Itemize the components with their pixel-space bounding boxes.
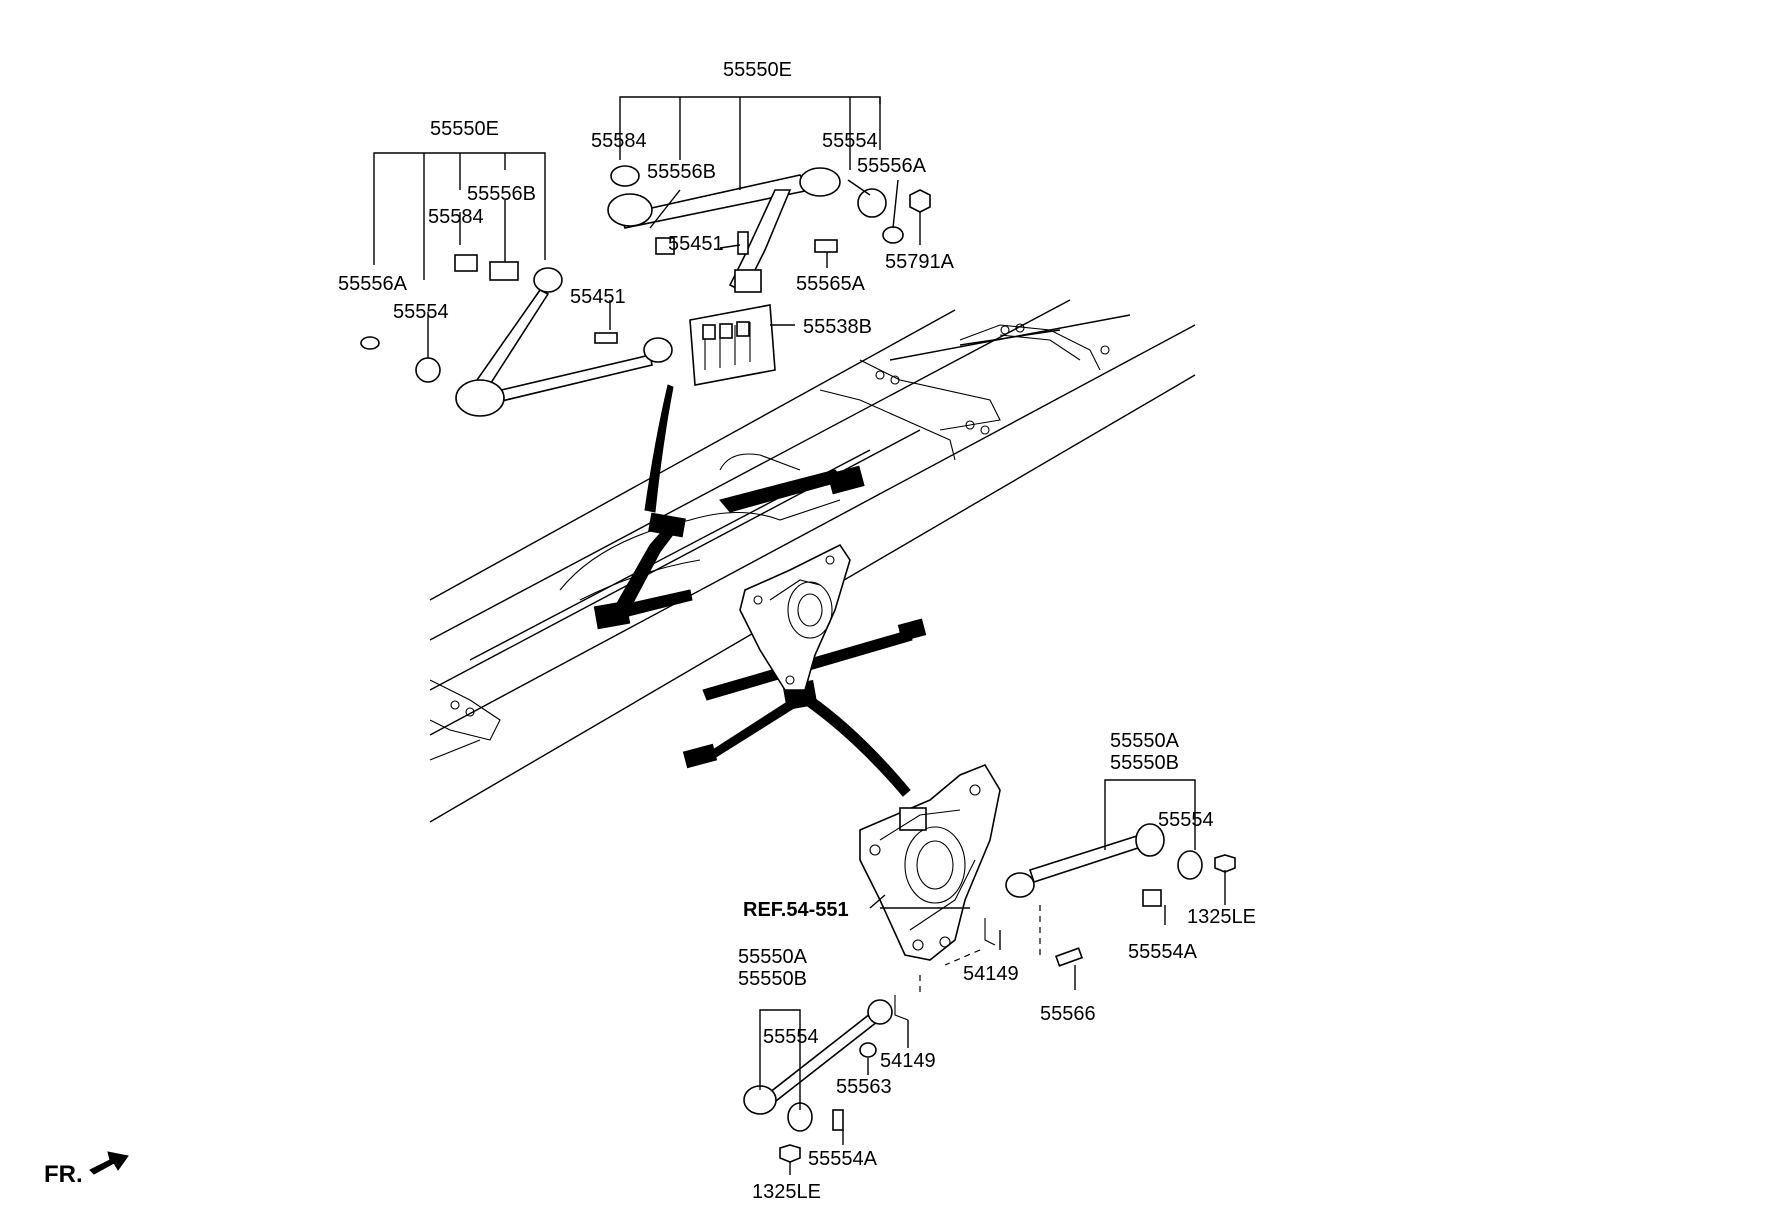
label-right-group-a: 55550A [1110,730,1180,752]
label-ref: REF.54-551 [743,899,849,921]
label-55538B: 55538B [803,316,872,338]
label-top-group: 55550E [723,59,792,81]
part-number-labels: 55550E 55584 55556B 55554 55556A 55451 5… [44,59,1256,1203]
left-arm-assembly [360,254,673,417]
label-low-55554: 55554 [763,1026,819,1048]
label-top-55554: 55554 [822,130,878,152]
label-right-group-b: 55550B [1110,752,1179,774]
leader-lines [373,96,1226,1175]
label-left-55451: 55451 [570,286,626,308]
right-lower-arm-assembly [984,823,1236,967]
label-left-55584: 55584 [428,206,484,228]
frame-link-silhouettes [593,384,927,797]
label-top-55565A: 55565A [796,273,866,295]
label-right-55566: 55566 [1040,1003,1096,1025]
upper-arm-assembly [607,165,931,386]
label-left-55556B: 55556B [467,183,536,205]
label-top-55556B: 55556B [647,161,716,183]
label-right-54149: 54149 [963,963,1019,985]
label-top-55556A: 55556A [857,155,927,177]
label-left-55554: 55554 [393,301,449,323]
knuckle-on-frame [739,543,851,691]
label-top-55791A: 55791A [885,251,955,273]
label-left-55556A: 55556A [338,273,408,295]
label-low-55554A: 55554A [808,1148,878,1170]
large-knuckle [859,764,1001,961]
label-top-55451: 55451 [668,233,724,255]
lower-arm-assembly [743,995,909,1163]
label-low-group-b: 55550B [738,968,807,990]
label-left-group: 55550E [430,118,499,140]
label-low-group-a: 55550A [738,946,808,968]
label-low-55563: 55563 [836,1076,892,1098]
label-low-1325LE: 1325LE [752,1181,821,1203]
label-fr: FR. [44,1161,83,1188]
label-right-55554: 55554 [1158,809,1214,831]
label-top-55584: 55584 [591,130,647,152]
label-low-54149: 54149 [880,1050,936,1072]
front-arrow-icon [89,1151,129,1175]
label-right-55554A: 55554A [1128,941,1198,963]
label-right-1325LE: 1325LE [1187,906,1256,928]
